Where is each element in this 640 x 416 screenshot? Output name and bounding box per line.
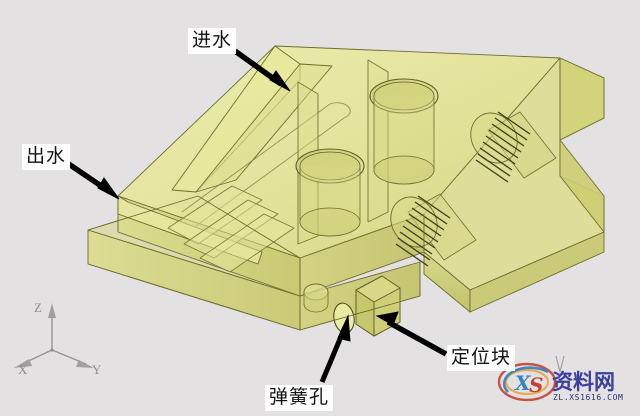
- axis-label-x: X: [18, 362, 28, 377]
- arrow-spring-hole: [319, 314, 351, 383]
- axis-triad: [14, 303, 94, 368]
- watermark-brand-text: 资料网: [552, 370, 615, 394]
- bore-hole-lower: [295, 148, 365, 237]
- axis-label-y: Y: [92, 362, 102, 377]
- axis-label-z: Z: [34, 300, 42, 315]
- threaded-hole-upper: [470, 111, 557, 183]
- arrow-inlet: [233, 48, 291, 92]
- svg-text:S: S: [529, 373, 543, 397]
- watermark-logo-icon: X S: [497, 355, 565, 402]
- base-foot-edges: [87, 58, 561, 331]
- model-solid: [87, 45, 605, 337]
- rib-pocket-detail: [167, 185, 295, 273]
- bore-hole-upper: [369, 78, 439, 185]
- label-water-inlet: 进水: [188, 28, 237, 54]
- thread-lines-upper: [475, 111, 531, 183]
- thread-lines-lower: [395, 195, 451, 267]
- small-boss: [303, 283, 329, 313]
- label-water-outlet: 出水: [22, 144, 71, 170]
- svg-text:X: X: [513, 371, 532, 395]
- label-locating-block: 定位块: [447, 345, 516, 371]
- threaded-hole-lower: [390, 193, 477, 267]
- arrow-locating-block: [375, 311, 448, 357]
- watermark-url-text: ZL.XS1616.COM: [553, 393, 624, 402]
- label-spring-hole: 弹簧孔: [265, 385, 334, 411]
